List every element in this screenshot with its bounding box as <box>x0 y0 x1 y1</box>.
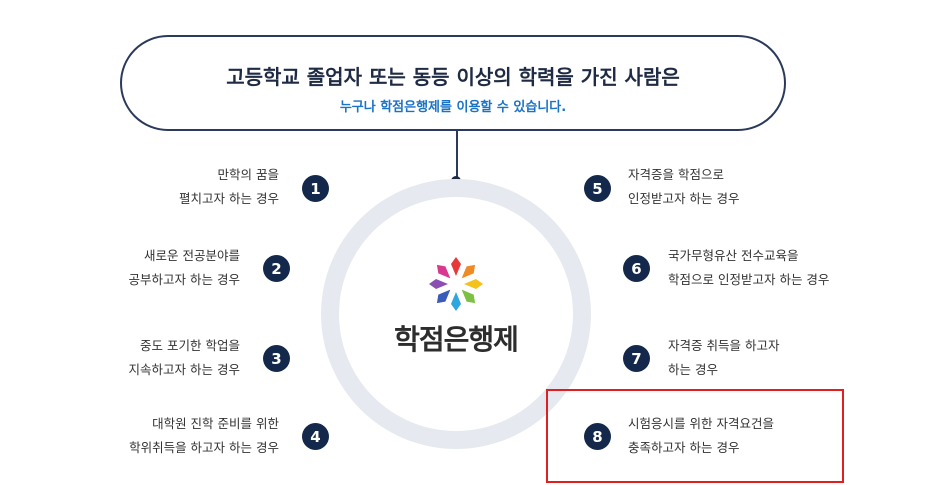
item-2-line2: 공부하고자 하는 경우 <box>128 272 240 287</box>
header-subtitle: 누구나 학점은행제를 이용할 수 있습니다. <box>339 100 567 115</box>
item-1-line1: 만학의 꿈을 <box>217 167 279 182</box>
item-7-badge: 7 <box>623 345 650 372</box>
item-2-text: 새로운 전공분야를 공부하고자 하는 경우 <box>129 244 240 292</box>
item-1-line2: 펼치고자 하는 경우 <box>179 191 279 206</box>
item-6-text: 국가무형유산 전수교육을 학점으로 인정받고자 하는 경우 <box>668 244 829 292</box>
flower-logo-icon <box>429 257 483 311</box>
item-5-line1: 자격증을 학점으로 <box>628 167 724 182</box>
center-circle <box>339 197 573 431</box>
item-5-line2: 인정받고자 하는 경우 <box>628 191 740 206</box>
item-4-line2: 학위취득을 하고자 하는 경우 <box>129 440 279 455</box>
header-box: 고등학교 졸업자 또는 동등 이상의 학력을 가진 사람은 누구나 학점은행제를… <box>120 35 786 131</box>
item-6-line1: 국가무형유산 전수교육을 <box>668 248 799 263</box>
item-3-line1: 중도 포기한 학업을 <box>140 338 240 353</box>
item-8-highlight <box>546 389 844 483</box>
item-7-line1: 자격증 취득을 하고자 <box>668 338 780 353</box>
item-3-line2: 지속하고자 하는 경우 <box>128 362 240 377</box>
item-6-badge: 6 <box>623 255 650 282</box>
item-5-text: 자격증을 학점으로 인정받고자 하는 경우 <box>628 163 739 211</box>
connector-line <box>456 131 458 179</box>
item-4-badge: 4 <box>302 423 329 450</box>
item-3-badge: 3 <box>263 345 290 372</box>
item-8-line2: 충족하고자 하는 경우 <box>628 440 740 455</box>
item-4-text: 대학원 진학 준비를 위한 학위취득을 하고자 하는 경우 <box>129 412 279 460</box>
item-8-line1: 시험응시를 위한 자격요건을 <box>628 416 774 431</box>
item-1-text: 만학의 꿈을 펼치고자 하는 경우 <box>179 163 279 211</box>
header-title: 고등학교 졸업자 또는 동등 이상의 학력을 가진 사람은 <box>226 65 680 89</box>
item-7-line2: 하는 경우 <box>668 362 718 377</box>
item-4-line1: 대학원 진학 준비를 위한 <box>152 416 279 431</box>
item-2-line1: 새로운 전공분야를 <box>144 248 240 263</box>
item-8-badge: 8 <box>584 423 611 450</box>
item-2-badge: 2 <box>263 255 290 282</box>
item-7-text: 자격증 취득을 하고자 하는 경우 <box>668 334 779 382</box>
center-title: 학점은행제 <box>394 323 519 356</box>
item-5-badge: 5 <box>584 175 611 202</box>
item-1-badge: 1 <box>302 175 329 202</box>
item-3-text: 중도 포기한 학업을 지속하고자 하는 경우 <box>129 334 240 382</box>
item-6-line2: 학점으로 인정받고자 하는 경우 <box>668 272 830 287</box>
item-8-text: 시험응시를 위한 자격요건을 충족하고자 하는 경우 <box>628 412 774 460</box>
